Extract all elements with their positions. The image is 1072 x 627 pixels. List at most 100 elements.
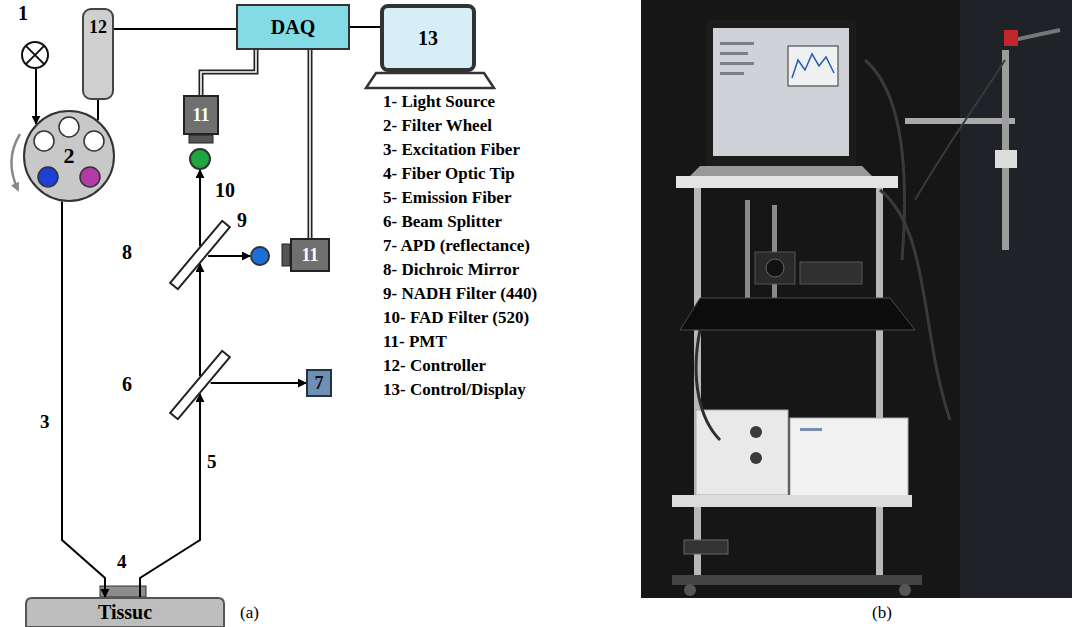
panel-label: (b): [872, 604, 892, 621]
cable-inner: [201, 50, 256, 95]
controller-box: 12: [82, 8, 114, 100]
tissue-block: Tissuc: [25, 597, 225, 627]
light-path: [62, 201, 105, 597]
connector-line: [211, 382, 306, 384]
part-list-entry: 10- FAD Filter (520): [383, 309, 529, 326]
node-label: 11: [301, 246, 318, 264]
rotation-arrow: [11, 134, 20, 190]
callout-number: 3: [40, 412, 50, 431]
filter-hole: [34, 131, 54, 151]
optic-mount: [800, 262, 862, 284]
laptop-lid: [706, 20, 856, 166]
laptop-base: [366, 73, 494, 88]
ui-graph: [788, 46, 838, 86]
pmt-window: [189, 135, 213, 143]
cable: [915, 60, 1005, 200]
apd-box: 7: [306, 369, 332, 397]
node-label: 13: [418, 28, 438, 48]
node-label: 7: [315, 374, 324, 392]
light-path: [140, 394, 200, 597]
part-list-entry: 7- APD (reflectance): [383, 237, 530, 254]
knob: [750, 426, 762, 438]
callout-number: 5: [207, 452, 217, 471]
light-path: [211, 383, 306, 384]
light-source: 1: [21, 41, 49, 69]
connector-line: [97, 100, 99, 120]
light-path: [350, 27, 380, 28]
light-path: [208, 256, 250, 257]
connector-line: [208, 255, 250, 257]
node-label: Tissuc: [98, 602, 152, 622]
dichroic-mirror: 8: [170, 220, 230, 290]
circle-outline: [251, 247, 269, 265]
callout-number: 10: [215, 180, 235, 200]
light-path: [114, 29, 236, 30]
probe-arm: [905, 118, 1015, 124]
part-list-entry: 3- Excitation Fiber: [383, 141, 520, 158]
light-path: [36, 69, 37, 124]
filter-hole: [38, 167, 58, 187]
ui-line: [720, 52, 748, 55]
light-path: [98, 100, 99, 120]
pmt-box: 11: [183, 95, 219, 135]
part-list-entry: 1- Light Source: [383, 93, 495, 110]
ui-trace: [792, 54, 834, 78]
node-label: DAQ: [271, 17, 315, 37]
cart-shelf: [672, 495, 912, 507]
probe-clamp: [995, 150, 1017, 168]
part-list-entry: 4- Fiber Optic Tip: [383, 165, 515, 182]
nadh-filter: 9: [250, 246, 270, 266]
power-box: [684, 540, 728, 554]
daq-box: DAQ: [236, 4, 350, 50]
callout-number: 1: [18, 3, 28, 23]
ui-line: [720, 72, 744, 75]
daq-unit: [790, 418, 908, 496]
box-outline: [184, 96, 218, 134]
nadh-filter-outline: [250, 246, 270, 266]
circle-outline: [190, 149, 210, 169]
pmt-window: [282, 244, 290, 266]
light-source-unit: [696, 410, 788, 495]
photo-background: [641, 0, 1072, 598]
cable-outer: [201, 50, 256, 95]
fad-filter-outline: [189, 148, 211, 170]
lamp-cross: [26, 46, 44, 64]
box-outline: [83, 9, 113, 99]
connector-line: [350, 26, 380, 28]
probe-holder: [1004, 30, 1018, 46]
filter-hole: [84, 131, 104, 151]
fad-filter: 10: [189, 148, 211, 170]
cart-wheel: [684, 584, 696, 596]
cable: [880, 190, 950, 420]
cart-shelf: [676, 176, 898, 188]
signal-cable: [310, 50, 311, 238]
mirror-plate: [170, 351, 230, 419]
optic-mount: [755, 252, 795, 284]
box-outline: [307, 370, 331, 396]
cable: [696, 330, 720, 440]
beam-splitter-outline: [170, 350, 230, 420]
connector-line: [35, 69, 37, 124]
part-list-entry: 5- Emission Fiber: [383, 189, 511, 206]
wheel-disc: [24, 111, 114, 201]
curtain: [960, 0, 1072, 598]
photo: [641, 0, 1072, 598]
filter-hole: [59, 117, 79, 137]
part-list-entry: 2- Filter Wheel: [383, 117, 492, 134]
box-outline: [237, 5, 349, 49]
tissue-outline: [26, 598, 224, 627]
pmt-box: 11: [290, 238, 330, 272]
dichroic-mirror-outline: [170, 220, 230, 290]
optic-rod: [745, 200, 750, 300]
laptop-display: [713, 28, 849, 156]
part-list-entry: 8- Dichroic Mirror: [383, 261, 519, 278]
callout-number: 4: [117, 552, 127, 571]
ui-line: [720, 42, 754, 45]
connector-line: [62, 201, 105, 597]
cart-base: [672, 575, 922, 585]
light-path: [200, 264, 201, 376]
mirror-plate: [170, 221, 230, 289]
ui-line: [720, 62, 754, 65]
laptop-screen: 13: [380, 4, 476, 72]
